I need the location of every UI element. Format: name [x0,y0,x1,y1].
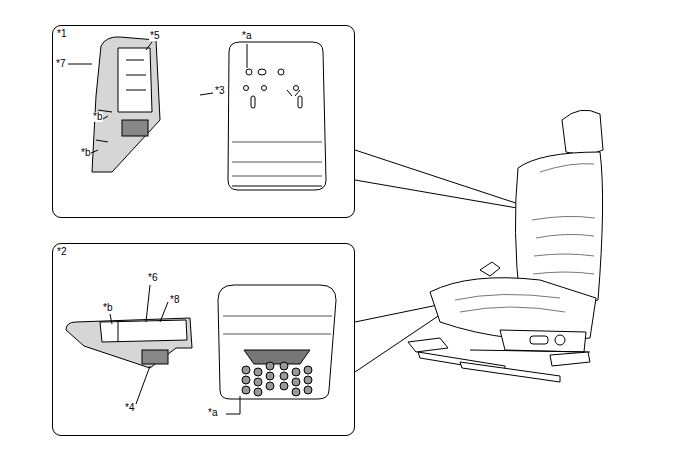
callout-label: *5 [149,31,160,41]
callout-label: *a [241,31,252,41]
panel-number: *2 [57,247,66,257]
callout-label: *b [92,112,103,122]
callout-label: *8 [169,295,180,305]
detail-panel: *2 [52,243,355,436]
callout-label: *6 [147,273,158,283]
callout-label: *7 [55,59,66,69]
callout-label: *b [102,303,113,313]
callout-label: *4 [124,403,135,413]
callout-label: *b [80,148,91,158]
callout-label: *a [207,408,218,418]
panel-number: *1 [57,29,66,39]
callout-label: *3 [214,86,225,96]
